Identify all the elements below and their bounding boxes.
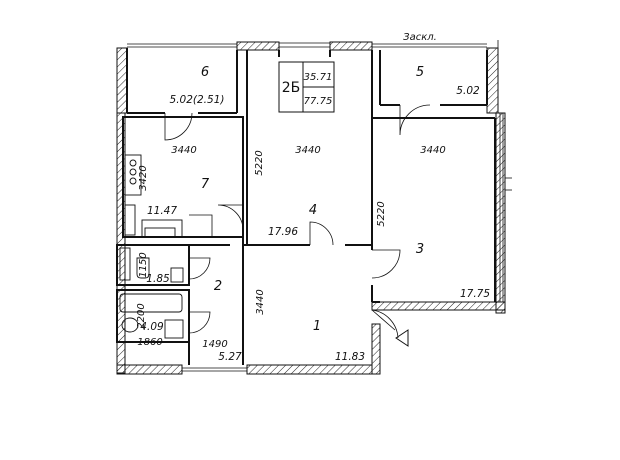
total-area: 77.75 bbox=[304, 96, 333, 107]
room-number-5: 5 bbox=[416, 65, 424, 80]
dim-room1-depth: 3440 bbox=[255, 289, 266, 314]
dim-bath-depth: 2200 bbox=[136, 303, 147, 328]
dim-room7-depth: 3420 bbox=[138, 165, 149, 190]
dim-room7-width: 3440 bbox=[171, 145, 196, 156]
bathroom-area: 4.09 bbox=[140, 321, 164, 333]
exterior-walls bbox=[116, 41, 506, 375]
room-numbers: 6 5 7 4 3 2 1 bbox=[201, 65, 424, 334]
dim-bath-width: 1860 bbox=[137, 337, 162, 348]
dim-room3-depth: 5220 bbox=[376, 201, 387, 226]
windows bbox=[127, 40, 512, 372]
entrance-arrow-icon bbox=[395, 329, 409, 347]
dim-room3-width: 3440 bbox=[420, 145, 445, 156]
dim-toilet-depth: 1150 bbox=[138, 252, 149, 277]
bath-fixtures bbox=[119, 293, 184, 339]
room-area-7: 11.47 bbox=[147, 205, 177, 217]
room-area-1: 11.83 bbox=[335, 351, 365, 363]
toilet-area: 1.85 bbox=[146, 273, 170, 285]
room-number-3: 3 bbox=[416, 242, 424, 257]
dim-room4-width: 3440 bbox=[295, 145, 320, 156]
apartment-tag: 2Б 35.71 77.75 bbox=[278, 61, 335, 113]
room-area-6: 5.02(2.51) bbox=[170, 94, 225, 106]
living-area: 35.71 bbox=[304, 72, 333, 83]
room-area-4: 17.96 bbox=[268, 226, 298, 238]
interior-walls bbox=[116, 48, 496, 365]
room-number-1: 1 bbox=[313, 319, 321, 334]
dimensions: 3440 3440 3440 1860 1490 3420 5220 5220 … bbox=[136, 145, 446, 350]
dim-room4-depth: 5220 bbox=[254, 150, 265, 175]
door-swings bbox=[164, 104, 431, 339]
dim-hall-width: 1490 bbox=[202, 339, 227, 350]
room-number-2: 2 bbox=[214, 279, 222, 294]
kitchen-fixtures bbox=[124, 154, 183, 238]
toilet-fixtures bbox=[119, 247, 184, 283]
room-number-6: 6 bbox=[201, 65, 209, 80]
room-areas: 5.02(2.51) 5.02 11.47 17.96 17.75 5.27 1… bbox=[140, 85, 490, 363]
room-area-2: 5.27 bbox=[218, 351, 242, 363]
room-number-7: 7 bbox=[201, 177, 210, 192]
room-number-4: 4 bbox=[309, 203, 317, 218]
apartment-code: 2Б bbox=[282, 80, 301, 96]
balcony-label: Заскл. bbox=[403, 32, 437, 43]
room-area-5: 5.02 bbox=[456, 85, 480, 97]
room-area-3: 17.75 bbox=[460, 288, 490, 300]
